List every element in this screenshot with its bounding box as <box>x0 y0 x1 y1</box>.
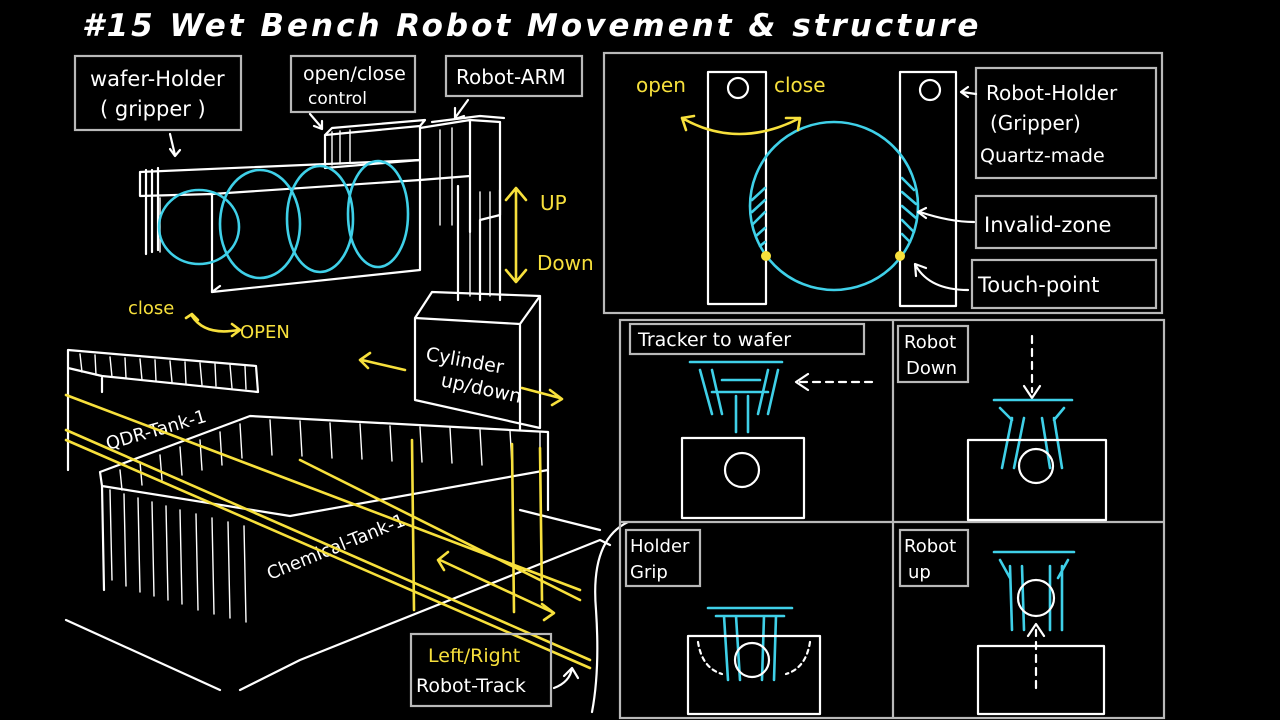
plate-hole <box>918 78 942 102</box>
robot-track-label-box <box>409 632 553 708</box>
open-close-pointer <box>308 112 324 131</box>
touch-point-pointer <box>913 262 970 292</box>
robot-3d-diagram: wafer-Holder ( gripper ) open/close cont… <box>64 54 630 714</box>
cylinder-move-arrow <box>520 386 564 407</box>
wafer <box>733 641 771 679</box>
wafer-holder-label: wafer-Holder <box>90 67 225 91</box>
open-close-label-box <box>289 54 417 114</box>
gripper-open-label: OPEN <box>240 322 290 343</box>
step4-label-sub: up <box>908 562 931 583</box>
gripper-head <box>706 606 794 682</box>
tank-box <box>966 438 1108 522</box>
wafer <box>1017 447 1055 485</box>
invalid-zone-right <box>900 176 918 244</box>
wafer-holder-pointer <box>168 132 182 158</box>
step-robot-up: Robot up <box>898 528 1106 716</box>
track-move-arrow <box>436 550 556 622</box>
robot-holder-label-box <box>974 66 1158 180</box>
invalid-zone-left <box>750 186 767 248</box>
chemical-tank <box>98 414 550 592</box>
robot-holder-label-sub: (Gripper) <box>990 111 1081 135</box>
wafer <box>723 451 761 489</box>
grip-arrow-right <box>784 640 812 676</box>
tank-box <box>686 634 822 716</box>
wafer <box>157 188 241 266</box>
invalid-zone-pointer <box>916 206 976 224</box>
open-label: open <box>636 73 686 97</box>
wafer <box>346 159 410 269</box>
up-label: UP <box>540 191 567 215</box>
robot-arm-label: Robot-ARM <box>456 65 566 89</box>
step2-label: Robot <box>904 332 956 353</box>
touch-point-left <box>761 251 771 261</box>
wafer-holder-label-sub: ( gripper ) <box>100 97 206 121</box>
robot-track-label: Robot-Track <box>416 675 526 697</box>
gripper-close-label: close <box>128 298 174 319</box>
open-close-label-sub: control <box>308 89 367 109</box>
wafer <box>218 168 302 280</box>
robot-holder-material: Quartz-made <box>980 145 1105 167</box>
tank-box <box>680 436 806 520</box>
invalid-zone-label-box <box>974 194 1158 250</box>
robot-track-pointer <box>552 666 580 690</box>
cylinder-label-sub: up/down <box>439 369 524 408</box>
robot-arm-pointer <box>453 98 470 121</box>
step-tracker-to-wafer: Tracker to wafer <box>628 322 874 520</box>
control-box <box>323 118 427 170</box>
step3-label-sub: Grip <box>630 562 668 583</box>
step-robot-down: Robot Down <box>896 324 1108 522</box>
boundary-curve <box>590 520 630 714</box>
step4-label: Robot <box>904 536 956 557</box>
down-label: Down <box>537 251 594 275</box>
left-right-label: Left/Right <box>428 645 520 667</box>
robot-holder-pointer <box>959 85 978 99</box>
robot-track-rail <box>64 393 592 670</box>
open-close-arc <box>680 114 802 136</box>
robot-arm-body <box>418 118 502 302</box>
wafer <box>285 164 355 274</box>
qdr-tank <box>66 348 260 472</box>
plate-hole <box>726 76 750 100</box>
wafer <box>1016 578 1056 618</box>
invalid-zone-label: Invalid-zone <box>984 213 1111 237</box>
robot-arm-label-box <box>444 54 584 98</box>
close-open-arrow <box>184 312 242 338</box>
cylinder-move-arrow <box>358 351 407 372</box>
step2-label-sub: Down <box>906 358 957 379</box>
close-label: close <box>774 73 826 97</box>
gripper-panel-frame <box>602 51 1164 315</box>
grip-arrow-left <box>696 640 724 676</box>
touch-point-label-box <box>970 258 1158 310</box>
step3-label: Holder <box>630 536 690 557</box>
page-title: #15 Wet Bench Robot Movement & structure <box>82 8 981 44</box>
tank-box <box>976 644 1106 716</box>
open-close-label: open/close <box>303 63 406 85</box>
cylinder-rod <box>456 184 502 302</box>
gripper-head <box>992 398 1074 470</box>
wafer-circle <box>748 120 920 292</box>
cylinder-box <box>413 290 542 432</box>
gripper-head <box>688 360 784 434</box>
gripper-plate-right <box>898 70 958 308</box>
step-holder-grip: Holder Grip <box>624 528 822 716</box>
gripper-panel: open close Robot-Holder (Gripper) Quartz… <box>602 51 1164 315</box>
touch-point-right <box>895 251 905 261</box>
gripper-plate-left <box>706 70 768 306</box>
up-down-arrow <box>504 186 528 284</box>
wafer-holder-label-box <box>73 54 243 132</box>
robot-holder-label: Robot-Holder <box>986 81 1118 105</box>
steps-panel: Tracker to wafer Robot Down Holder Grip <box>618 318 1166 720</box>
step1-label: Tracker to wafer <box>637 329 791 351</box>
touch-point-label: Touch-point <box>977 273 1099 297</box>
gripper-head <box>992 550 1076 632</box>
